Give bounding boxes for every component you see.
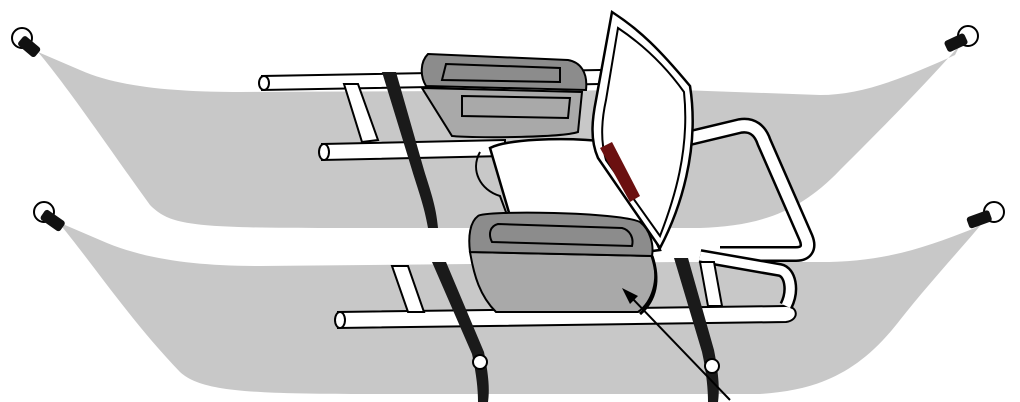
d-ring-icon <box>34 202 66 232</box>
d-ring-icon <box>966 202 1004 229</box>
d-ring-icon <box>12 28 41 58</box>
d-ring-icon <box>944 26 978 53</box>
upper-storage-pocket <box>422 54 587 137</box>
strap-ring <box>473 355 487 369</box>
pocket-body <box>470 252 655 312</box>
pocket-lid <box>422 54 587 90</box>
pocket-lid <box>469 213 652 256</box>
strap-ring <box>705 359 719 373</box>
